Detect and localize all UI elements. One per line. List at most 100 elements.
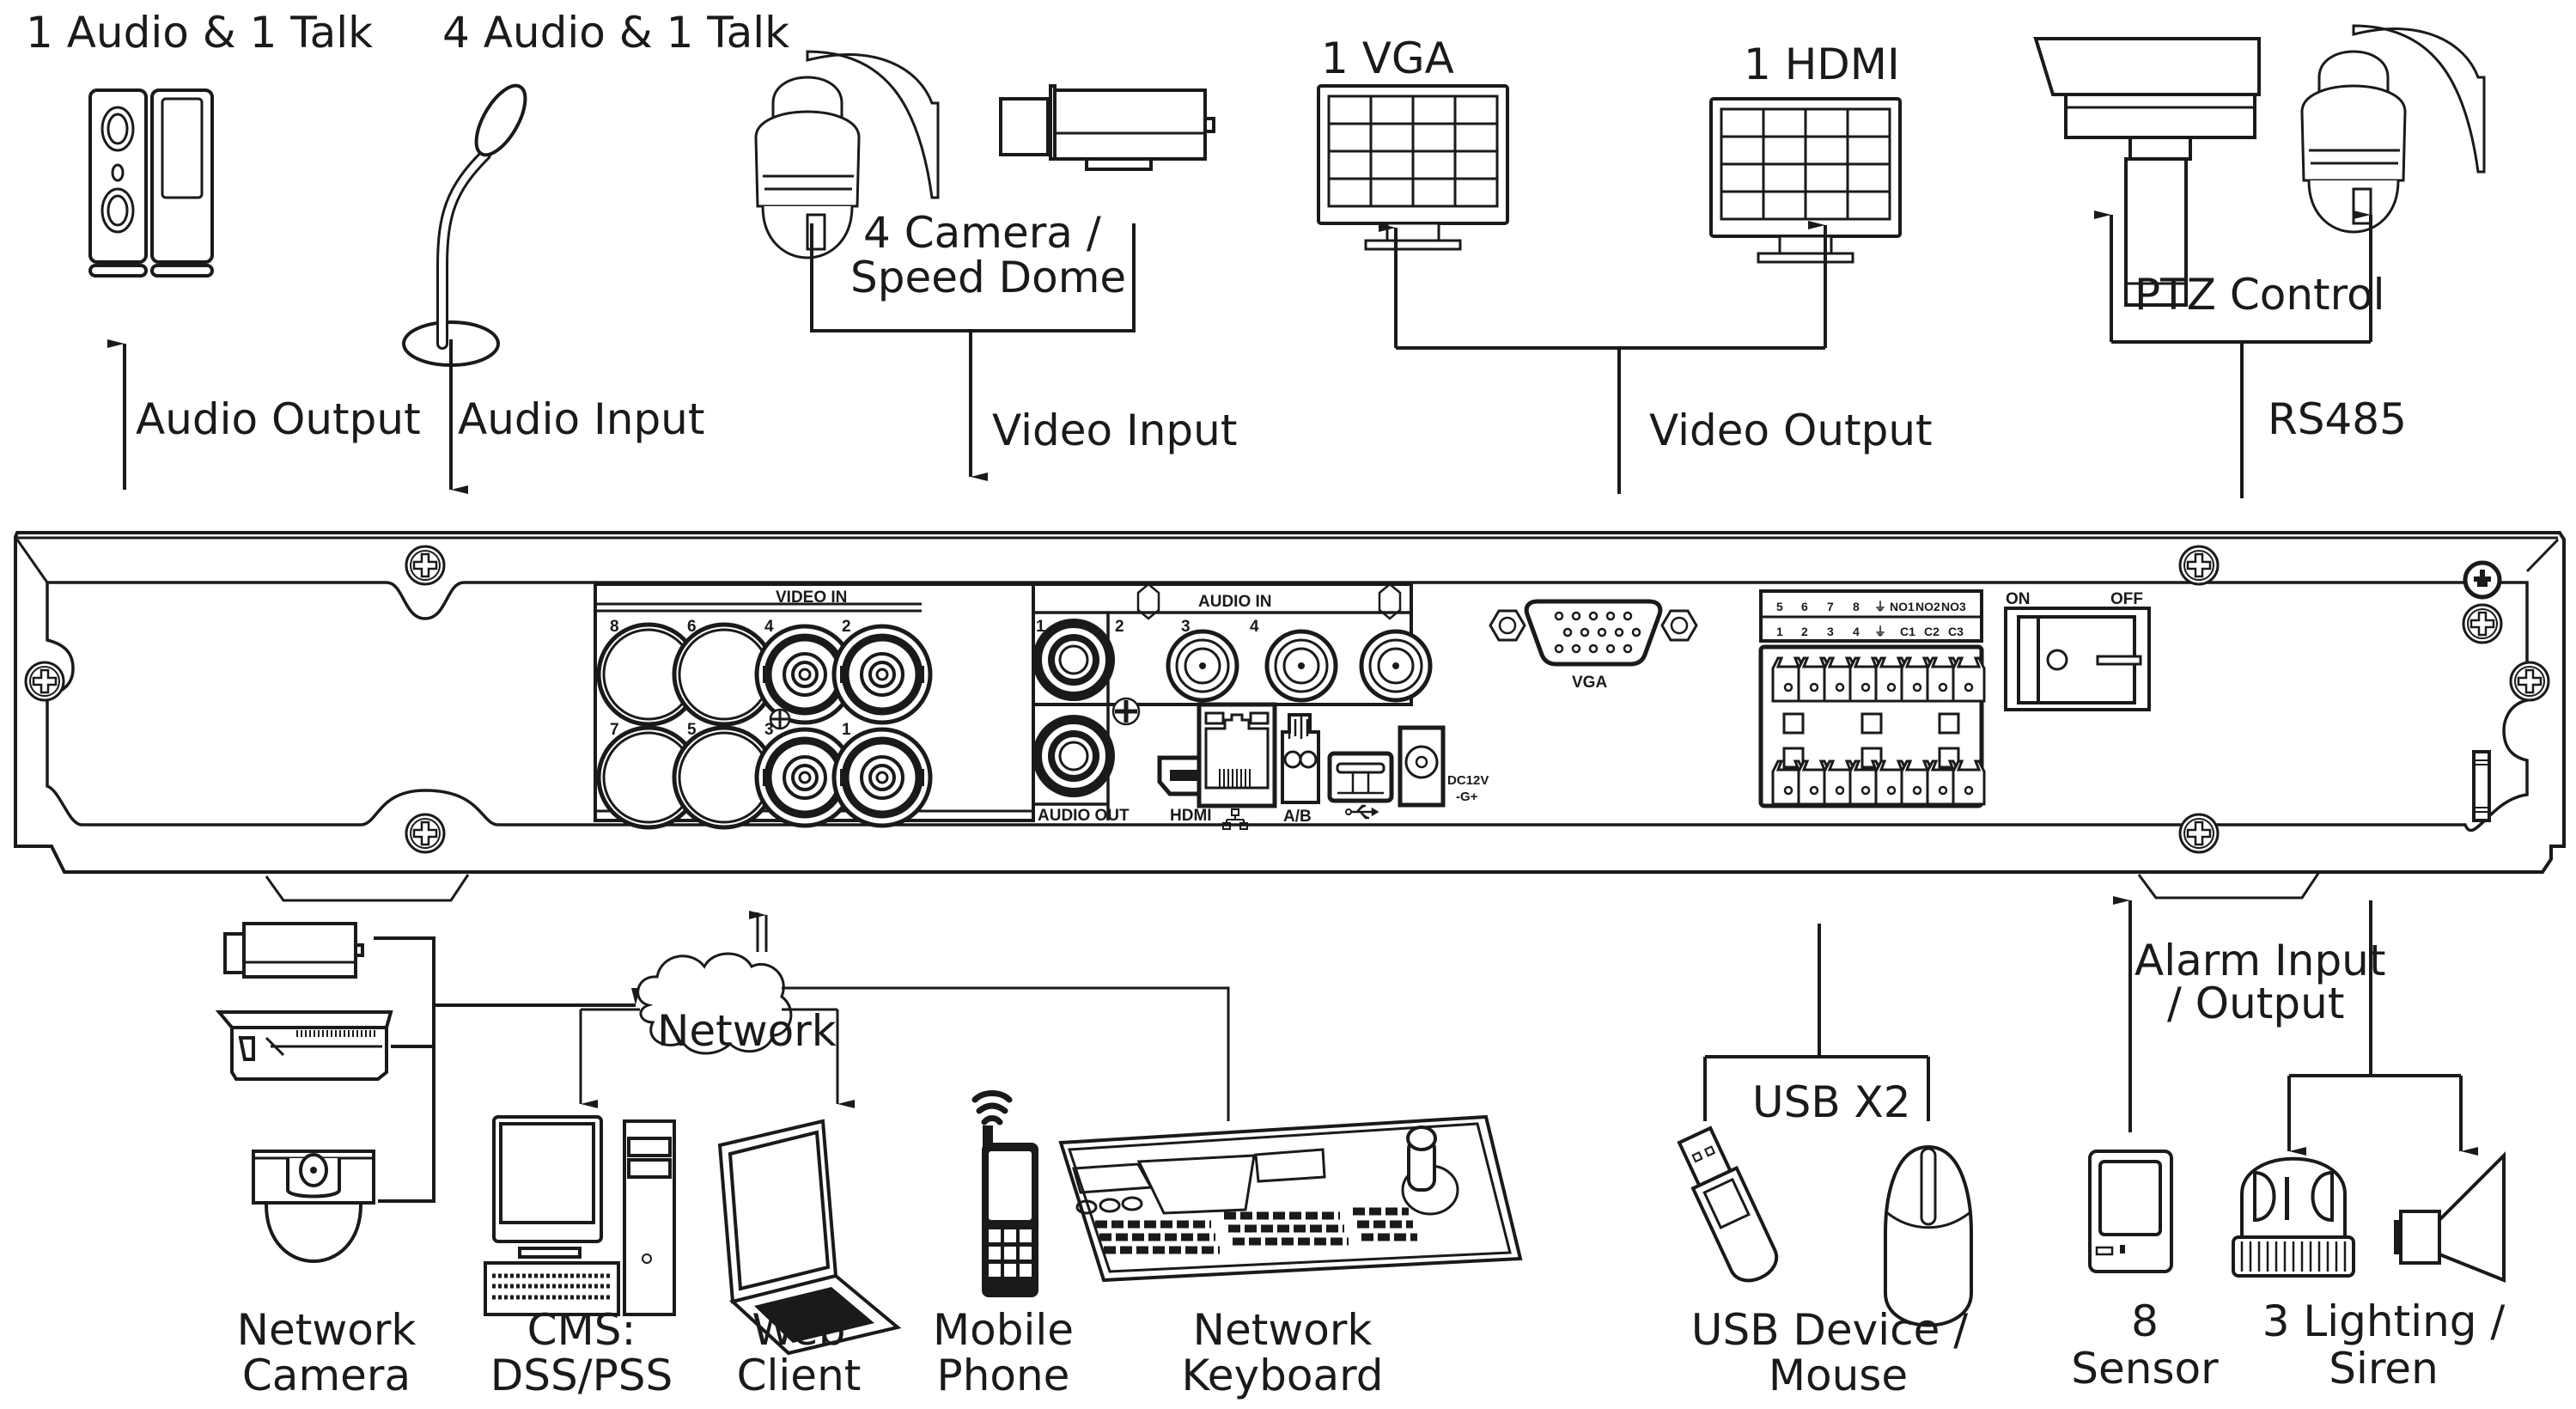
- audio-out-port[interactable]: [1031, 713, 1117, 799]
- device-label: 8: [2131, 1296, 2159, 1346]
- audio-output-label: Audio Output: [136, 394, 421, 444]
- bottom-device-labels: Network Camera CMS: DSS/PSS Web Client M…: [237, 1296, 2506, 1400]
- alarm-terminals-top: [1771, 656, 1986, 703]
- alarm-label-line1: Alarm Input: [2134, 936, 2385, 985]
- device-label: Keyboard: [1181, 1351, 1383, 1400]
- box-camera-icon: [999, 84, 1215, 171]
- audio-in-port-number: 2: [1115, 618, 1124, 636]
- device-label: Web: [752, 1305, 845, 1355]
- alarm-label: C2: [1924, 625, 1940, 638]
- microphone-icon: [402, 83, 527, 367]
- video-port-number: 4: [764, 618, 774, 636]
- alarm-label: 4: [1853, 625, 1860, 638]
- mouse-icon: [1884, 1144, 1973, 1327]
- screw-icon: [769, 708, 791, 730]
- video-port-2[interactable]: [834, 626, 930, 723]
- video-output-label: Video Output: [1649, 406, 1933, 455]
- speakers-label: 1 Audio & 1 Talk: [26, 8, 373, 58]
- network-keyboard-line: [782, 986, 1230, 1121]
- hdmi-monitor-icon: [1709, 97, 1902, 264]
- sensor-icon: [2088, 1150, 2173, 1273]
- audio-out-label: AUDIO OUT: [1038, 807, 1130, 825]
- device-label: DSS/PSS: [490, 1351, 673, 1400]
- usb-port[interactable]: [1327, 751, 1394, 803]
- screw-icon: [405, 545, 446, 586]
- video-output-line: [1396, 346, 1825, 494]
- video-in-header: VIDEO IN: [776, 589, 847, 607]
- network-cloud-label: Network: [657, 1006, 837, 1056]
- alarm-label: 7: [1827, 600, 1834, 613]
- screw-icon: [2178, 545, 2220, 586]
- usb-hub-line: [1703, 924, 1930, 1121]
- device-label: Client: [737, 1351, 862, 1400]
- device-label: Mobile: [933, 1305, 1074, 1355]
- video-port-number: 6: [687, 618, 697, 636]
- alarm-label: 2: [1801, 625, 1808, 638]
- rs485-terminal[interactable]: [1281, 713, 1320, 804]
- alarm-label: 6: [1801, 600, 1808, 613]
- video-port-number: 5: [687, 721, 697, 739]
- camera-label-line1: 4 Camera /: [863, 208, 1101, 258]
- alarm-label: 1: [1776, 625, 1783, 638]
- alarm-label: C1: [1900, 625, 1915, 638]
- vga-monitor-label: 1 VGA: [1321, 34, 1454, 83]
- alarm-label: C3: [1948, 625, 1964, 638]
- vga-monitor-icon: [1317, 84, 1509, 251]
- device-label: Siren: [2329, 1344, 2439, 1394]
- hdmi-monitor-label: 1 HDMI: [1744, 40, 1900, 89]
- mobile-phone-icon: [971, 1090, 1038, 1297]
- video-port-1[interactable]: [834, 729, 930, 826]
- power-switch[interactable]: [2004, 607, 2151, 711]
- device-label: Mouse: [1769, 1351, 1908, 1400]
- video-port-number: 1: [842, 721, 851, 739]
- video-port-number: 8: [610, 618, 619, 636]
- warning-light-icon: [2232, 1156, 2355, 1278]
- siren-icon: [2394, 1151, 2506, 1283]
- network-bullet-camera-icon: [215, 1010, 393, 1081]
- usb-symbol-icon: [1345, 804, 1379, 820]
- hdmi-label: HDMI: [1170, 807, 1212, 825]
- alarm-label: NO3: [1941, 600, 1966, 613]
- camera-bracket-line: [810, 223, 1136, 332]
- network-box-camera-icon: [223, 922, 364, 979]
- screw-icon: [24, 661, 65, 702]
- screw-icon: [1111, 697, 1141, 726]
- usb-flash-drive-icon: [1677, 1125, 1779, 1283]
- device-label: 3 Lighting /: [2262, 1296, 2506, 1346]
- camera-label-line2: Speed Dome: [850, 253, 1126, 302]
- audio-in-port-number: 1: [1036, 618, 1045, 636]
- microphone-label: 4 Audio & 1 Talk: [442, 8, 789, 58]
- device-label: Phone: [937, 1351, 1070, 1400]
- alarm-label: NO2: [1915, 600, 1940, 613]
- video-port-number: 2: [842, 618, 851, 636]
- audio-in-port-2[interactable]: [1168, 631, 1237, 700]
- video-port-number: 7: [610, 721, 619, 739]
- network-dome-camera-icon: [252, 1150, 375, 1263]
- rs485-port-label: A/B: [1283, 808, 1312, 826]
- audio-input-label: Audio Input: [458, 394, 704, 444]
- vga-port[interactable]: [1489, 599, 1698, 667]
- alarm-output-line: [2289, 900, 2461, 1077]
- power-label-line1: DC12V: [1447, 773, 1489, 788]
- audio-in-port-3[interactable]: [1267, 631, 1336, 700]
- alarm-label: ⏚: [1874, 625, 1886, 638]
- ptz-camera-housing-icon: [2033, 37, 2261, 307]
- network-cloud-icon: [636, 952, 793, 1055]
- alarm-terminals-bottom: [1771, 759, 1986, 806]
- network-symbol-icon: [1222, 808, 1248, 830]
- ethernet-port[interactable]: [1197, 702, 1277, 808]
- alarm-label: 8: [1853, 600, 1860, 613]
- alarm-label: ⏚: [1874, 600, 1886, 613]
- network-keyboard-icon: [1058, 1114, 1523, 1283]
- device-label: Network: [1193, 1305, 1373, 1355]
- video-input-label: Video Input: [992, 406, 1237, 455]
- audio-in-port-number: 3: [1181, 618, 1191, 636]
- rs485-label: RS485: [2268, 394, 2407, 444]
- ground-screw-icon: [2463, 560, 2502, 600]
- cms-computer-icon: [484, 1115, 676, 1316]
- power-port[interactable]: [1398, 725, 1446, 808]
- screw-icon: [405, 813, 446, 854]
- audio-in-port-4[interactable]: [1361, 631, 1430, 700]
- ptz-control-label: PTZ Control: [2134, 270, 2385, 320]
- switch-off-label: OFF: [2110, 590, 2143, 608]
